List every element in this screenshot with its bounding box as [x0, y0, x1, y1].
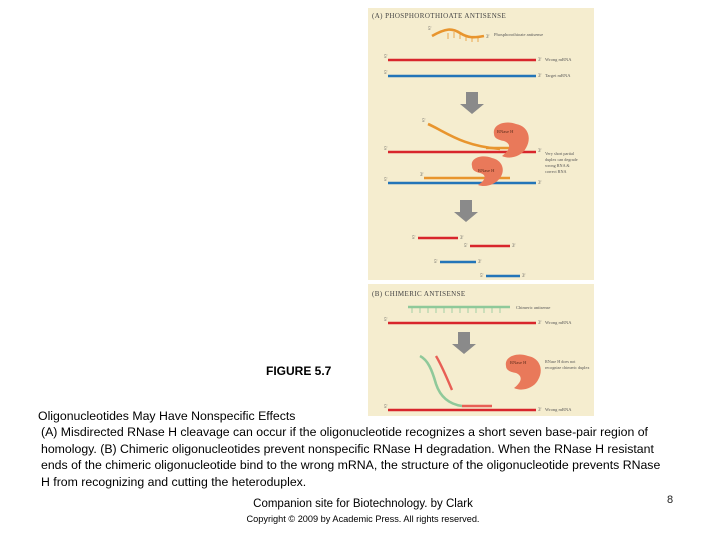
five-prime-label: 5'	[384, 318, 388, 323]
five-prime-label: 5'	[480, 274, 484, 279]
three-prime-label: 3'	[538, 181, 542, 186]
target-mrna-label: Target mRNA	[545, 73, 571, 78]
rnase-h-label: RNase H	[497, 129, 514, 134]
three-prime-label: 3'	[538, 149, 542, 154]
panel-a-background	[368, 8, 594, 280]
down-arrow	[454, 200, 478, 222]
wrong-mrna-label: Wrong mRNA	[545, 57, 572, 62]
three-prime-label: 3'	[538, 58, 542, 63]
caption-heading: Oligonucleotides May Have Nonspecific Ef…	[38, 409, 296, 423]
three-prime-label: 3'	[522, 274, 526, 279]
three-prime-label: 3'	[420, 173, 424, 178]
panel-b-background	[368, 284, 594, 416]
three-prime-label: 3'	[538, 74, 542, 79]
rnase-h-enzyme	[493, 122, 529, 158]
rnase-h-note: RNase H does not recognize chimeric dupl…	[545, 359, 590, 370]
three-prime-label: 3'	[478, 260, 482, 265]
rnase-h-label: RNase H	[478, 168, 495, 173]
chimeric-antisense-hairpin	[419, 354, 492, 408]
partial-duplex-note: Very short partial duplex can degrade wr…	[545, 151, 579, 174]
caption-body: (A) Misdirected RNase H cleavage can occ…	[41, 425, 661, 489]
five-prime-label: 5'	[384, 147, 388, 152]
panel-a-heading: (A) PHOSPHOROTHIOATE ANTISENSE	[372, 12, 506, 20]
rnase-h-enzyme	[471, 156, 503, 187]
pt-antisense-strand	[431, 28, 485, 42]
five-prime-label: 5'	[464, 244, 468, 249]
companion-site-text: Companion site for Biotechnology. by Cla…	[253, 498, 473, 510]
five-prime-label: 5'	[412, 236, 416, 241]
three-prime-label: 3'	[512, 244, 516, 249]
five-prime-label: 5'	[384, 55, 388, 60]
five-prime-label: 5'	[384, 178, 388, 183]
page-number: 8	[667, 494, 674, 506]
five-prime-label: 5'	[422, 119, 426, 124]
three-prime-label: 3'	[486, 35, 490, 40]
chimeric-antisense-strand	[408, 305, 510, 313]
five-prime-label: 5'	[384, 405, 388, 410]
figure-caption: Oligonucleotides May Have Nonspecific Ef…	[38, 408, 668, 490]
figure-title: FIGURE 5.7	[266, 364, 332, 378]
pt-antisense-label: Phosphorothioate antisense	[494, 32, 543, 37]
wrong-mrna-label: Wrong mRNA	[545, 407, 572, 412]
down-arrow	[460, 92, 484, 114]
rnase-h-label: RNase H	[510, 360, 527, 365]
three-prime-label: 3'	[538, 321, 542, 326]
three-prime-label: 3'	[538, 408, 542, 413]
five-prime-label: 5'	[384, 71, 388, 76]
five-prime-label: 5'	[428, 27, 432, 32]
down-arrow	[452, 332, 476, 354]
five-prime-label: 5'	[434, 260, 438, 265]
copyright-text: Copyright © 2009 by Academic Press. All …	[246, 514, 480, 524]
rnase-h-enzyme	[505, 354, 541, 390]
chimeric-antisense-label: Chimeric antisense	[516, 305, 550, 310]
three-prime-label: 3'	[460, 236, 464, 241]
wrong-mrna-label: Wrong mRNA	[545, 320, 572, 325]
panel-b-heading: (B) CHIMERIC ANTISENSE	[372, 290, 466, 298]
